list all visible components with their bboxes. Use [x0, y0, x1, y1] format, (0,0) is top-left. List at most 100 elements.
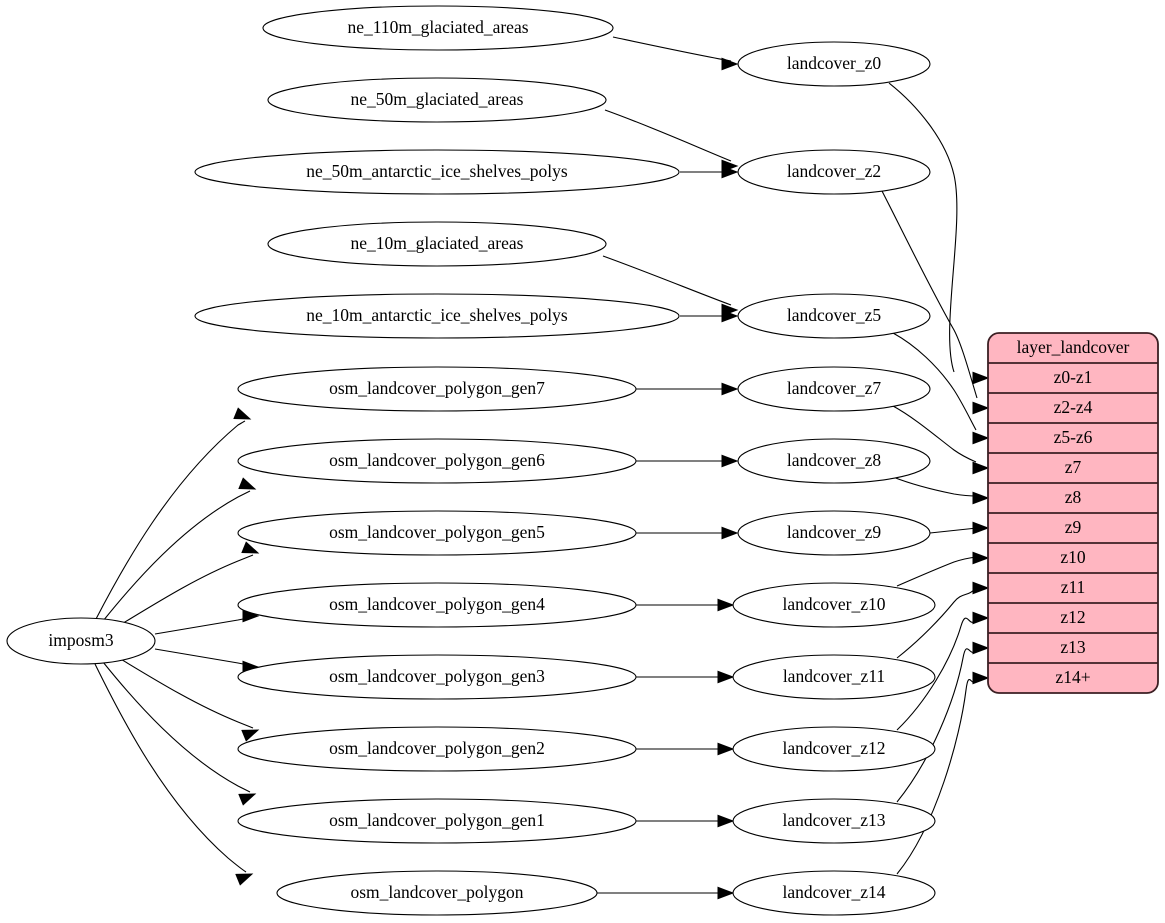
node-osm_base[interactable]: osm_landcover_polygon	[276, 870, 598, 916]
node-label: ne_50m_glaciated_areas	[351, 89, 524, 109]
node-label: osm_landcover_polygon_gen7	[329, 378, 545, 398]
edge-imposm3-to-osm_gen5	[119, 554, 254, 626]
arrowhead	[717, 886, 735, 900]
edge-imposm3-to-osm_gen2	[118, 657, 254, 729]
node-lc_z12[interactable]: landcover_z12	[732, 726, 936, 772]
edge-imposm3-to-osm_gen6	[102, 490, 251, 622]
source-ellipse	[6, 617, 156, 665]
node-label: osm_landcover_polygon_gen5	[329, 522, 545, 542]
natural-earth-ellipse	[267, 77, 607, 123]
landcover-ellipse	[737, 41, 931, 87]
osm-ellipse	[237, 654, 637, 700]
node-label: landcover_z8	[787, 450, 882, 470]
arrowhead	[717, 814, 735, 828]
arrowhead	[721, 165, 739, 179]
edge-lc_z13-to-row_z13	[896, 647, 977, 803]
table-row-label: z13	[1060, 637, 1086, 657]
node-imposm3[interactable]: imposm3	[6, 617, 156, 665]
osm-ellipse	[237, 726, 637, 772]
osm-ellipse	[276, 870, 598, 916]
table-row-label: z9	[1065, 517, 1082, 537]
node-lc_z8[interactable]: landcover_z8	[737, 438, 931, 484]
arrowhead	[972, 491, 990, 505]
edge-lc_z10-to-row_z10	[896, 556, 977, 587]
nodes-layer: imposm3 ne_110m_glaciated_areas ne_50m_gla…	[6, 5, 936, 916]
edge-lc_z14-to-row_z14	[896, 677, 977, 875]
node-ne110ga[interactable]: ne_110m_glaciated_areas	[262, 5, 614, 51]
node-osm_gen1[interactable]: osm_landcover_polygon_gen1	[237, 798, 637, 844]
arrowhead	[972, 581, 990, 595]
node-ne50ga[interactable]: ne_50m_glaciated_areas	[267, 77, 607, 123]
arrowhead	[721, 382, 739, 396]
arrowhead	[233, 407, 252, 420]
table-row-label: z12	[1060, 607, 1085, 627]
arrowhead	[717, 598, 735, 612]
edge-imposm3-to-osm_gen4	[154, 616, 254, 635]
node-ne10ga[interactable]: ne_10m_glaciated_areas	[267, 221, 607, 267]
edge-imposm3-to-osm_gen1	[102, 661, 251, 793]
node-osm_gen4[interactable]: osm_landcover_polygon_gen4	[237, 582, 637, 628]
node-label: ne_50m_antarctic_ice_shelves_polys	[306, 161, 568, 181]
node-lc_z11[interactable]: landcover_z11	[732, 654, 936, 700]
node-lc_z13[interactable]: landcover_z13	[732, 798, 936, 844]
arrowhead	[241, 729, 260, 742]
node-label: landcover_z2	[787, 161, 881, 181]
landcover-ellipse	[732, 582, 936, 628]
edge-ne10ga-to-lc_z5	[602, 255, 732, 306]
node-lc_z5[interactable]: landcover_z5	[737, 293, 931, 339]
osm-ellipse	[237, 798, 637, 844]
arrowhead	[972, 671, 990, 685]
arrowhead	[721, 309, 739, 323]
node-label: imposm3	[48, 630, 113, 650]
node-lc_z7[interactable]: landcover_z7	[737, 366, 931, 412]
node-label: landcover_z12	[782, 738, 885, 758]
node-osm_gen6[interactable]: osm_landcover_polygon_gen6	[237, 438, 637, 484]
table-row-label: z7	[1065, 457, 1082, 477]
osm-ellipse	[237, 438, 637, 484]
edge-lc_z12-to-row_z12	[896, 617, 977, 731]
arrowhead	[238, 793, 257, 806]
node-label: osm_landcover_polygon_gen6	[329, 450, 545, 470]
landcover-ellipse	[737, 510, 931, 556]
node-label: landcover_z13	[782, 810, 885, 830]
node-ne10ais[interactable]: ne_10m_antarctic_ice_shelves_polys	[194, 293, 680, 339]
edge-lc_z5-to-row_z5z6	[892, 332, 977, 431]
node-label: osm_landcover_polygon	[350, 882, 523, 902]
node-osm_gen3[interactable]: osm_landcover_polygon_gen3	[237, 654, 637, 700]
edge-imposm3-to-osm_base	[94, 663, 247, 873]
node-label: osm_landcover_polygon_gen4	[329, 594, 545, 614]
node-lc_z14[interactable]: landcover_z14	[732, 870, 936, 916]
node-label: landcover_z5	[787, 305, 882, 325]
landcover-ellipse	[737, 438, 931, 484]
node-ne50ais[interactable]: ne_50m_antarctic_ice_shelves_polys	[194, 149, 680, 195]
node-label: osm_landcover_polygon_gen3	[329, 666, 545, 686]
node-label: ne_10m_glaciated_areas	[351, 233, 524, 253]
edge-ne110ga-to-lc_z0	[612, 36, 732, 62]
node-label: landcover_z14	[782, 882, 885, 902]
node-lc_z2[interactable]: landcover_z2	[737, 149, 931, 195]
landcover-ellipse	[732, 870, 936, 916]
arrowhead	[717, 742, 735, 756]
node-label: landcover_z11	[783, 666, 885, 686]
node-label: osm_landcover_polygon_gen2	[329, 738, 545, 758]
node-label: ne_10m_antarctic_ice_shelves_polys	[306, 305, 568, 325]
natural-earth-ellipse	[262, 5, 614, 51]
arrowhead	[721, 526, 739, 540]
node-osm_gen5[interactable]: osm_landcover_polygon_gen5	[237, 510, 637, 556]
table-row-label: z0-z1	[1054, 367, 1093, 387]
osm-ellipse	[237, 510, 637, 556]
node-osm_gen7[interactable]: osm_landcover_polygon_gen7	[237, 366, 637, 412]
node-label: landcover_z9	[787, 522, 882, 542]
arrowhead	[972, 431, 990, 445]
node-lc_z9[interactable]: landcover_z9	[737, 510, 931, 556]
edge-ne50ga-to-lc_z2	[604, 109, 732, 162]
node-lc_z0[interactable]: landcover_z0	[737, 41, 931, 87]
node-osm_gen2[interactable]: osm_landcover_polygon_gen2	[237, 726, 637, 772]
table-header-label: layer_landcover	[1017, 337, 1130, 357]
edge-lc_z0-to-row_z0z1	[888, 82, 958, 373]
osm-ellipse	[237, 366, 637, 412]
edge-lc_z8-to-row_z8	[892, 476, 978, 497]
node-lc_z10[interactable]: landcover_z10	[732, 582, 936, 628]
natural-earth-ellipse	[267, 221, 607, 267]
